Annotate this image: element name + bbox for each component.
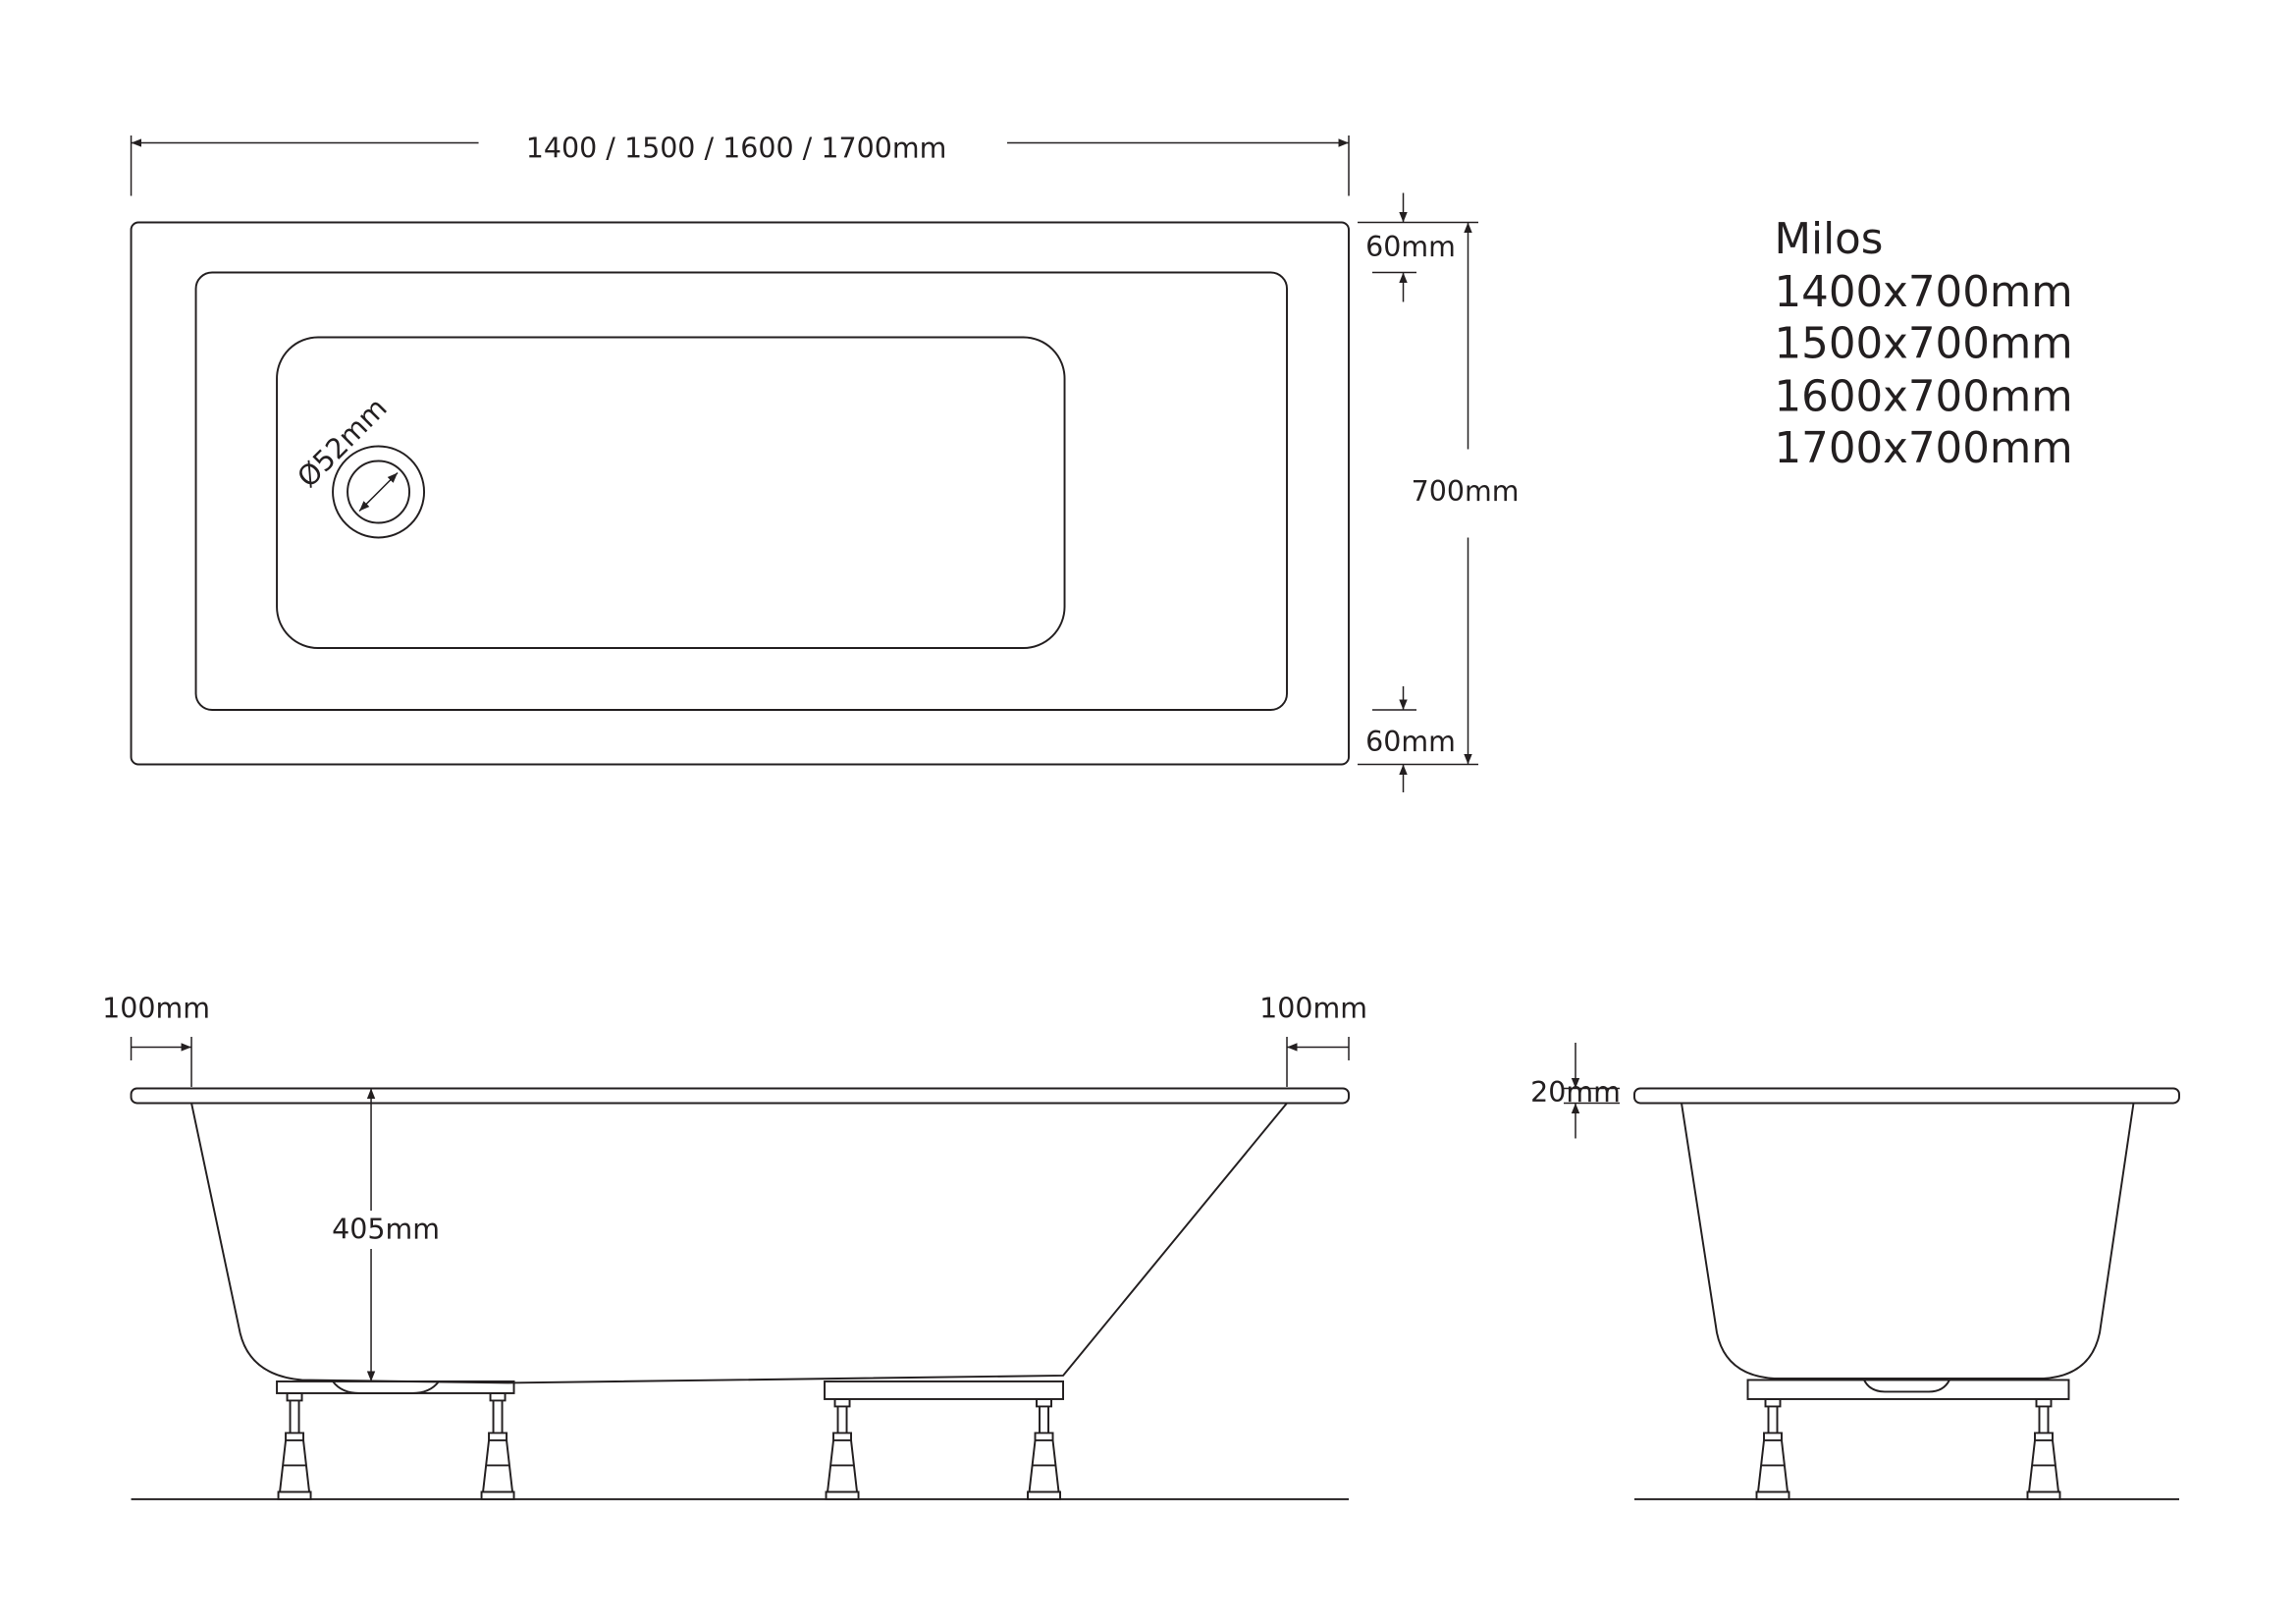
- product-size: 1400x700mm: [1775, 268, 2073, 317]
- side-view: 100mm 100mm 405mm: [102, 992, 1367, 1500]
- rim-top-label: 60mm: [1365, 231, 1456, 263]
- plan-view: 1400 / 1500 / 1600 / 1700mm Ø52mm 700mm …: [130, 132, 1520, 792]
- rim-thickness-label: 20mm: [1530, 1076, 1621, 1109]
- drain-diameter-label: Ø52mm: [292, 392, 394, 494]
- support-frame: [276, 1380, 515, 1394]
- product-info: Milos 1400x700mm 1500x700mm 1600x700mm 1…: [1775, 215, 2073, 473]
- drain-bulge: [332, 1380, 440, 1394]
- length-dimension-label: 1400 / 1500 / 1600 / 1700mm: [526, 132, 947, 164]
- adjustable-leg: [2026, 1397, 2061, 1500]
- product-name: Milos: [1775, 215, 1884, 264]
- drain-outer-ring: [332, 445, 426, 539]
- width-dimension-label: 700mm: [1412, 475, 1520, 508]
- adjustable-leg: [277, 1391, 312, 1500]
- tub-rim-end: [1633, 1087, 2180, 1105]
- support-frame: [1746, 1379, 2070, 1400]
- tub-inner-rim: [194, 271, 1288, 711]
- tub-basin-floor: [276, 336, 1066, 649]
- adjustable-leg: [480, 1391, 515, 1500]
- product-size: 1600x700mm: [1775, 372, 2073, 421]
- left-offset-label: 100mm: [102, 992, 210, 1024]
- adjustable-leg: [825, 1397, 860, 1500]
- drain-inner-ring: [347, 460, 411, 524]
- support-frame: [824, 1380, 1065, 1400]
- adjustable-leg: [1027, 1397, 1062, 1500]
- end-view: 20mm: [1530, 1042, 2180, 1500]
- tub-rim-side: [130, 1087, 1350, 1105]
- drain: Ø52mm: [292, 392, 426, 539]
- product-size: 1700x700mm: [1775, 424, 2073, 473]
- depth-label: 405mm: [332, 1213, 440, 1245]
- adjustable-leg: [1755, 1397, 1790, 1500]
- tub-body-end: [1681, 1103, 2135, 1380]
- tub-outer-rim: [130, 221, 1350, 766]
- drain-bulge: [1863, 1379, 1950, 1393]
- drain-diameter-arrow: [358, 471, 399, 513]
- right-offset-label: 100mm: [1259, 992, 1367, 1024]
- product-size: 1500x700mm: [1775, 319, 2073, 368]
- rim-bottom-label: 60mm: [1365, 726, 1456, 758]
